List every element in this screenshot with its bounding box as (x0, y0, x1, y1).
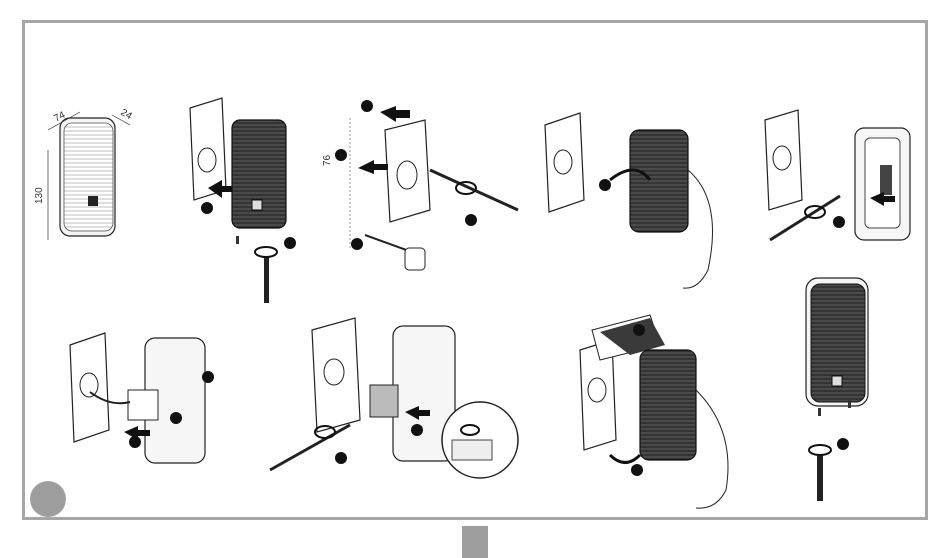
step-6-wiring (70, 333, 214, 463)
callout-dot (837, 438, 849, 450)
step-2-open-housing (190, 98, 296, 303)
step-3-wall-mounting: 76 (322, 100, 518, 270)
step-5-open-cover (765, 110, 910, 240)
callout-dot (633, 324, 645, 336)
callout-dot (361, 100, 373, 112)
callout-dot (631, 464, 643, 476)
step-4-attach-device (545, 113, 713, 288)
callout-dot (201, 202, 213, 214)
step-1-dimensions: 74 24 130 (34, 107, 134, 240)
callout-dot (465, 214, 477, 226)
callout-dot (335, 149, 347, 161)
callout-dot (833, 216, 845, 228)
step-8-close-device (580, 315, 728, 508)
callout-dot (411, 424, 423, 436)
step-7-secure-module (270, 318, 518, 478)
callout-dot (351, 238, 363, 250)
callout-dot (202, 371, 214, 383)
height-dimension-label: 130 (34, 187, 45, 204)
hole-spacing-label: 76 (322, 154, 333, 166)
callout-dot (335, 452, 347, 464)
callout-dot (284, 237, 296, 249)
step-9-final-screw (806, 278, 868, 501)
callout-dot (170, 412, 182, 424)
callout-dot (599, 179, 611, 191)
